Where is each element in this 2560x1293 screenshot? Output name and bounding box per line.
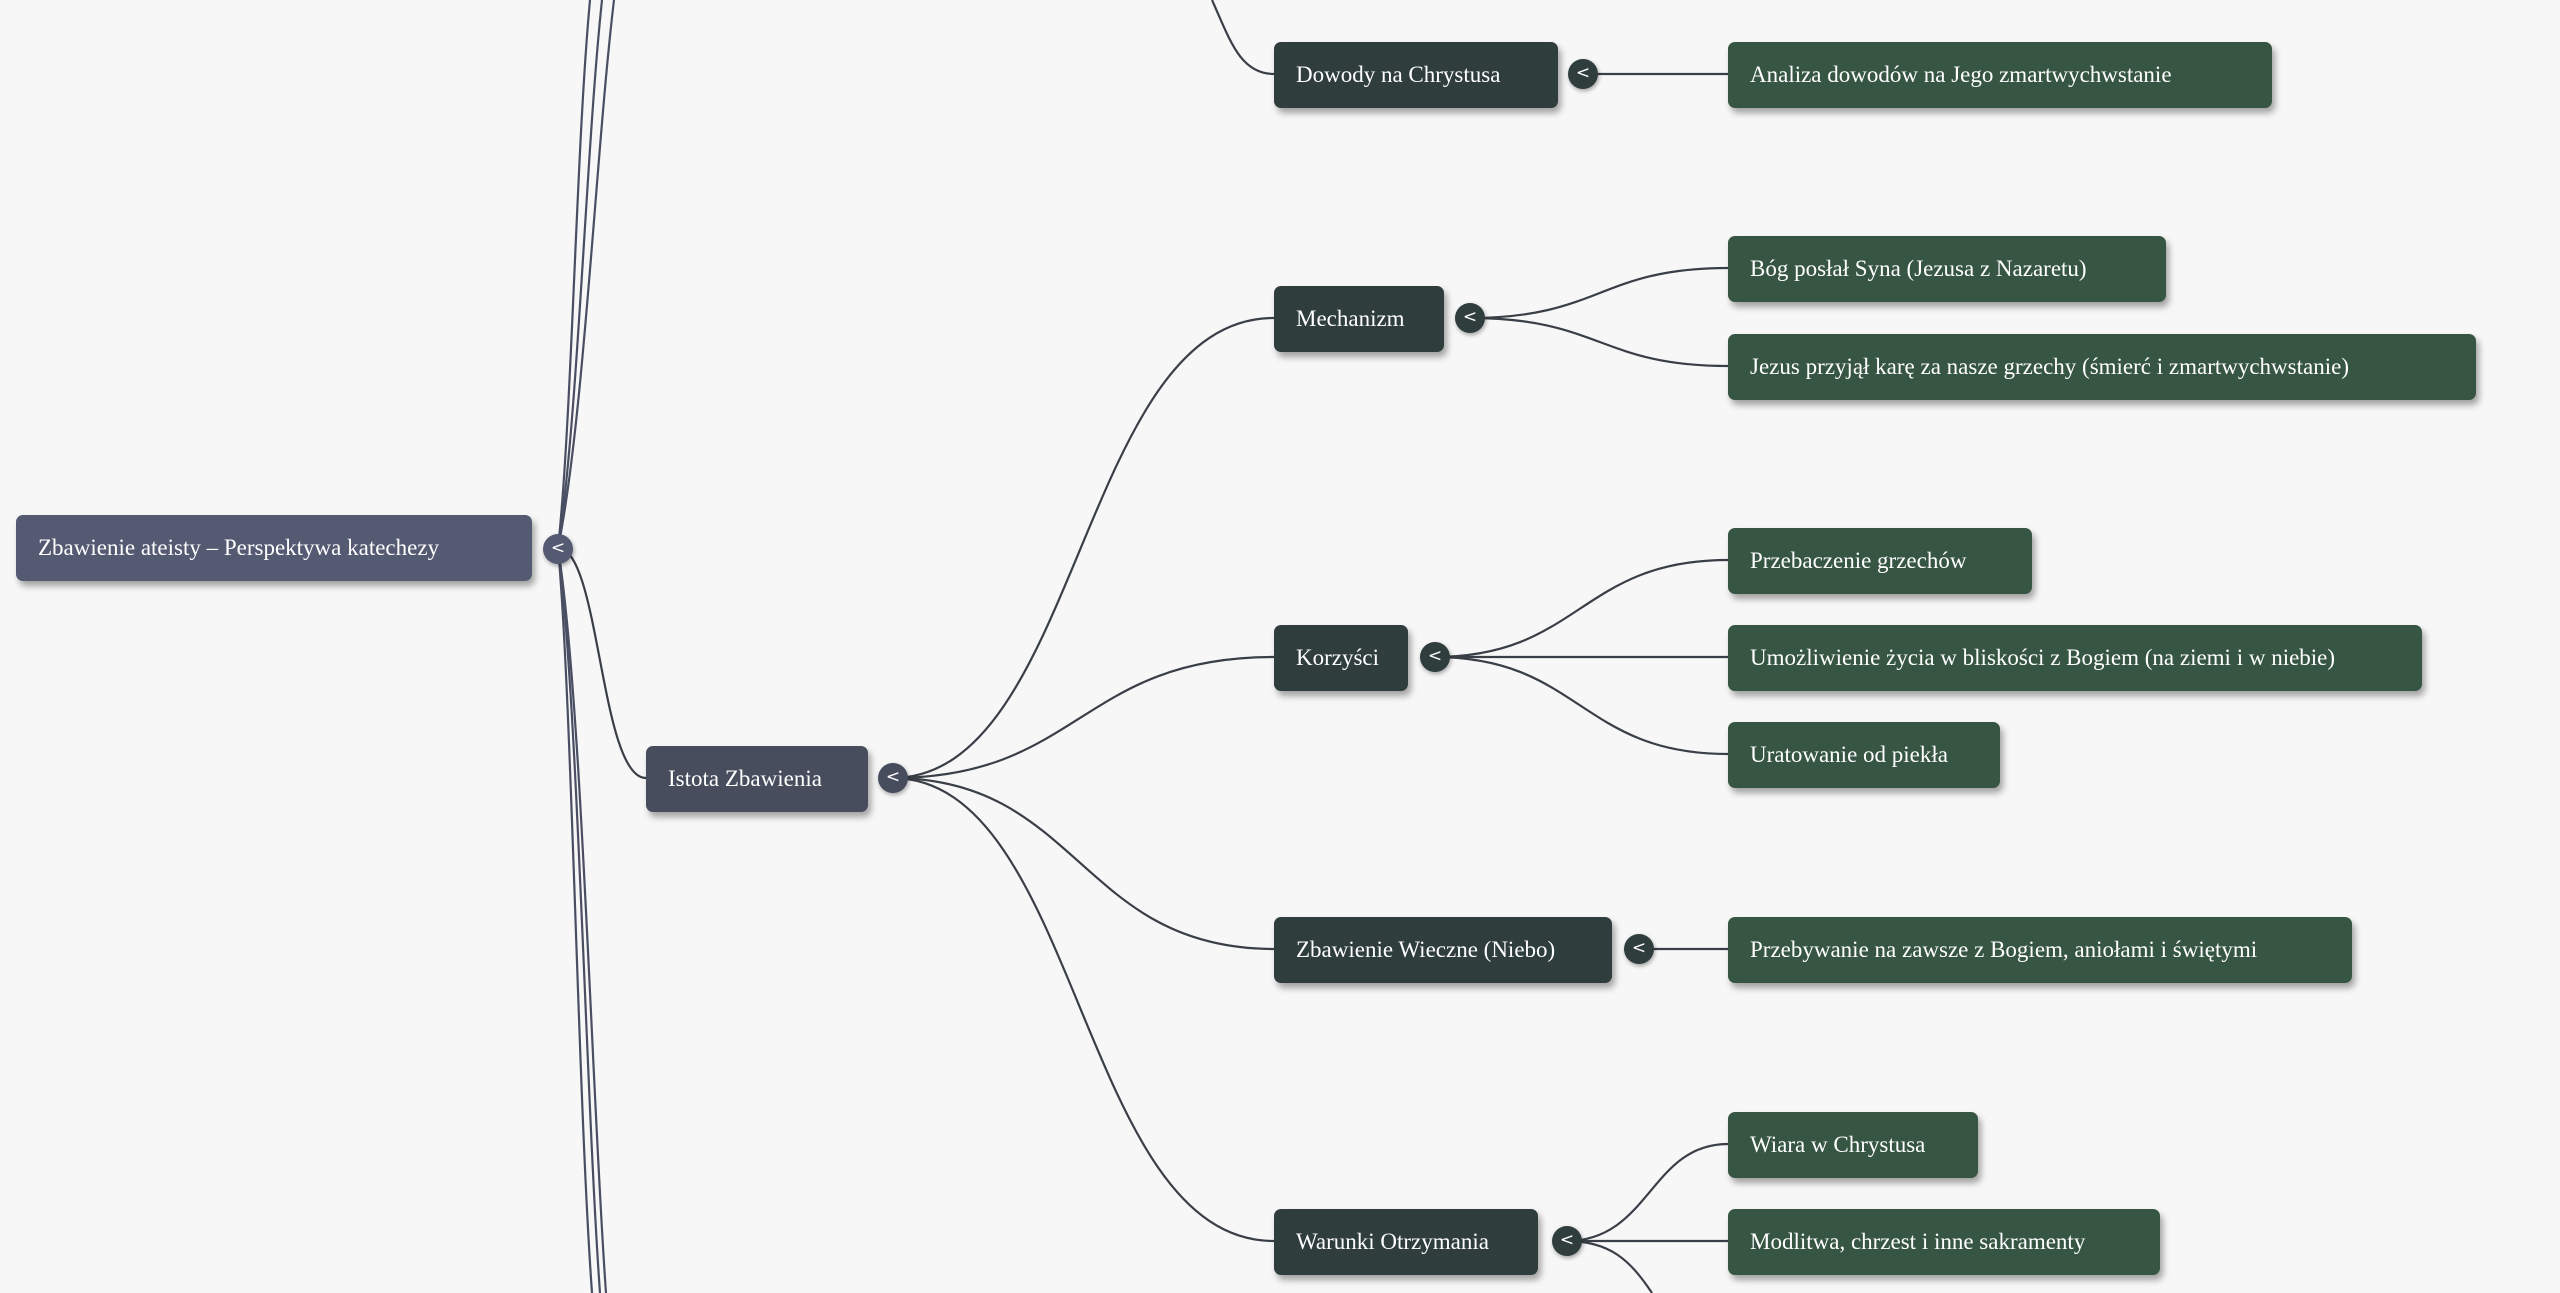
root-edge-down-2 [556, 547, 602, 1293]
node-uratowanie-label: Uratowanie od piekła [1750, 742, 1948, 767]
node-analiza-dowodow[interactable]: Analiza dowodów na Jego zmartwychwstanie [1728, 42, 2272, 108]
node-wiara-label: Wiara w Chrystusa [1750, 1132, 1926, 1157]
node-zbawienie-wieczne-label: Zbawienie Wieczne (Niebo) [1296, 937, 1556, 962]
node-istota-zbawienia[interactable]: Istota Zbawienia [646, 746, 868, 812]
edge-istota-korzysci [891, 655, 1275, 780]
node-przebaczenie-label: Przebaczenie grzechów [1750, 548, 1967, 573]
edge-mechanizm-c0 [1469, 266, 1729, 320]
warunki-collapse-toggle[interactable]: < [1552, 1226, 1582, 1256]
node-jezus-przyjal-kare[interactable]: Jezus przyjął karę za nasze grzechy (śmi… [1728, 334, 2476, 400]
edge-korzysci-c2 [1433, 655, 1729, 756]
edge-istota-mechanizm [891, 316, 1275, 780]
root-node-label: Zbawienie ateisty – Perspektywa katechez… [38, 535, 440, 560]
node-przebywanie-label: Przebywanie na zawsze z Bogiem, aniołami… [1750, 937, 2258, 962]
node-korzysci[interactable]: Korzyści [1274, 625, 1408, 691]
dowody-collapse-toggle[interactable]: < [1568, 59, 1598, 89]
node-warunki-label: Warunki Otrzymania [1296, 1229, 1489, 1254]
node-bog-poslal-syna[interactable]: Bóg posłał Syna (Jezusa z Nazaretu) [1728, 236, 2166, 302]
node-jezus-przyjal-kare-label: Jezus przyjął karę za nasze grzechy (śmi… [1750, 354, 2349, 379]
node-dowody-label: Dowody na Chrystusa [1296, 62, 1501, 87]
node-uratowanie-od-piekla[interactable]: Uratowanie od piekła [1728, 722, 2000, 788]
root-edge-up-3 [556, 0, 616, 549]
root-edge-up-2 [556, 0, 604, 549]
node-istota-zbawienia-label: Istota Zbawienia [668, 766, 822, 791]
istota-collapse-toggle[interactable]: < [878, 763, 908, 793]
edge-root-istota [557, 546, 647, 780]
node-analiza-dowodow-label: Analiza dowodów na Jego zmartwychwstanie [1750, 62, 2172, 87]
node-dowody-na-chrystusa[interactable]: Dowody na Chrystusa [1274, 42, 1558, 108]
root-node[interactable]: Zbawienie ateisty – Perspektywa katechez… [16, 515, 532, 581]
node-umozliwienie-label: Umożliwienie życia w bliskości z Bogiem … [1750, 645, 2336, 670]
node-przebywanie-z-bogiem[interactable]: Przebywanie na zawsze z Bogiem, aniołami… [1728, 917, 2352, 983]
node-warunki-otrzymania[interactable]: Warunki Otrzymania [1274, 1209, 1538, 1275]
edge-istota-warunki [891, 776, 1275, 1243]
mechanizm-collapse-toggle[interactable]: < [1455, 303, 1485, 333]
root-edge-down-3 [556, 547, 608, 1293]
node-bog-poslal-syna-label: Bóg posłał Syna (Jezusa z Nazaretu) [1750, 256, 2087, 281]
edge-into-dowody [1210, 0, 1275, 76]
root-edge-up-1 [556, 0, 592, 549]
node-mechanizm-label: Mechanizm [1296, 306, 1405, 331]
edge-istota-wieczne [891, 776, 1275, 951]
node-mechanizm[interactable]: Mechanizm [1274, 286, 1444, 352]
node-zbawienie-wieczne[interactable]: Zbawienie Wieczne (Niebo) [1274, 917, 1612, 983]
korzysci-collapse-toggle[interactable]: < [1420, 642, 1450, 672]
node-korzysci-label: Korzyści [1296, 645, 1380, 670]
root-collapse-toggle[interactable]: < [543, 534, 573, 564]
root-edge-down-1 [556, 547, 594, 1293]
node-modlitwa-label: Modlitwa, chrzest i inne sakramenty [1750, 1229, 2086, 1254]
edge-warunki-c0 [1565, 1142, 1729, 1243]
node-umozliwienie-zycia[interactable]: Umożliwienie życia w bliskości z Bogiem … [1728, 625, 2422, 691]
edge-mechanizm-c1 [1469, 316, 1729, 368]
node-przebaczenie-grzechow[interactable]: Przebaczenie grzechów [1728, 528, 2032, 594]
node-modlitwa-chrzest[interactable]: Modlitwa, chrzest i inne sakramenty [1728, 1209, 2160, 1275]
edge-korzysci-c0 [1433, 558, 1729, 659]
node-wiara-w-chrystusa[interactable]: Wiara w Chrystusa [1728, 1112, 1978, 1178]
wieczne-collapse-toggle[interactable]: < [1624, 934, 1654, 964]
